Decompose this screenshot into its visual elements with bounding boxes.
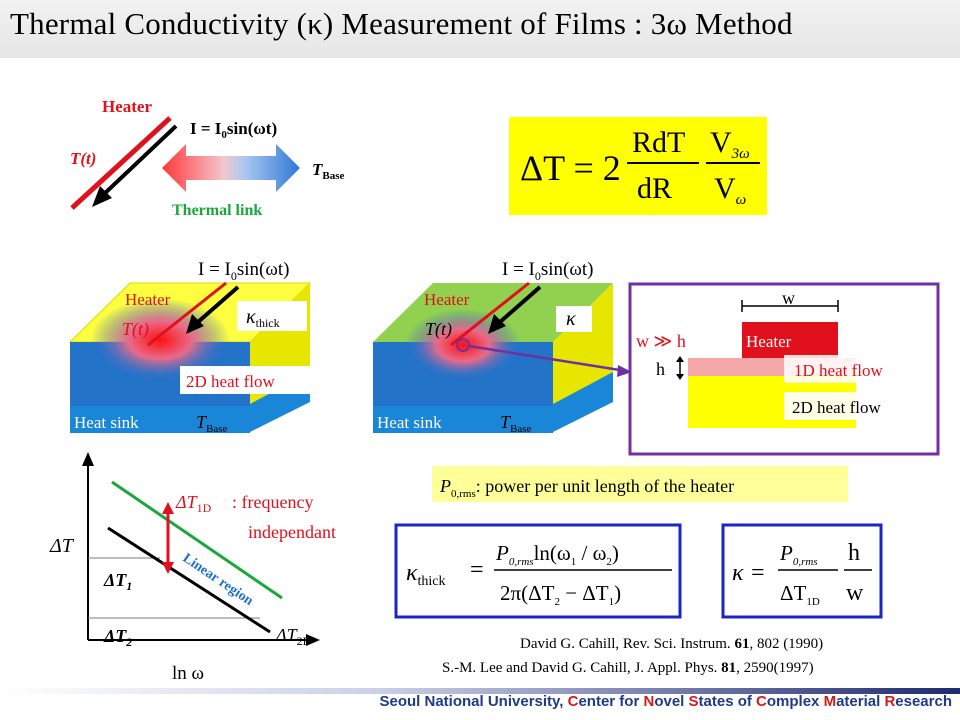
thermal-link-arrow <box>162 144 300 192</box>
current-arrow <box>100 124 178 198</box>
kappa-label: κ <box>566 308 576 330</box>
svg-text:RdT: RdT <box>632 126 685 159</box>
temperature-label: T(t) <box>122 319 149 340</box>
flow-1d-label: 1D heat flow <box>794 361 883 380</box>
svg-text:V3ω: V3ω <box>710 126 750 162</box>
x-axis-label: ln ω <box>172 663 204 684</box>
formula-kappa-thin: κ = P0,rms ΔT1D h w <box>721 523 883 619</box>
delta-t-2d-line <box>107 526 271 634</box>
aspect-label: w ≫ h <box>636 331 686 351</box>
y-axis-label: ΔT <box>49 535 75 557</box>
t-base-label: TBase <box>500 412 532 435</box>
page-title: Thermal Conductivity (κ) Measurement of … <box>10 6 793 41</box>
reference-2: S.-M. Lee and David G. Cahill, J. Appl. … <box>442 660 814 676</box>
reference-1: David G. Cahill, Rev. Sci. Instrum. 61, … <box>520 636 824 652</box>
t-base-label: TBase <box>312 160 345 182</box>
flow-label: 2D heat flow <box>186 372 275 391</box>
temperature-label: T(t) <box>425 319 452 340</box>
frequency-note-1: : frequency <box>232 492 313 512</box>
heat-sink-label: Heat sink <box>74 413 139 432</box>
dt2d-label: ΔT2D <box>275 625 312 648</box>
width-label: w <box>782 288 795 308</box>
svg-text:P0,rmsln(ω1 / ω2): P0,rmsln(ω1 / ω2) <box>495 541 619 568</box>
thermal-link-label: Thermal link <box>172 202 262 219</box>
heater-label: Heater <box>746 332 792 351</box>
heater-label: Heater <box>102 97 152 116</box>
power-note: P0,rms: power per unit length of the hea… <box>439 476 734 500</box>
heater-wire <box>147 281 227 347</box>
dt1-label: ΔT1 <box>103 570 132 593</box>
svg-text:ΔT = 2: ΔT = 2 <box>520 148 621 188</box>
heater-wire <box>70 116 172 210</box>
linear-region-plot <box>82 452 320 646</box>
current-arrowhead <box>92 186 112 207</box>
heater-label: Heater <box>125 290 171 309</box>
svg-text:Vω: Vω <box>714 172 746 208</box>
svg-text:2π(ΔT2 − ΔT1): 2π(ΔT2 − ΔT1) <box>500 581 621 608</box>
kappa-thick-box <box>237 301 307 331</box>
zoom-circle <box>456 338 470 352</box>
svg-text:P0,rms: P0,rms <box>779 541 818 568</box>
current-label: I = I0sin(ωt) <box>198 259 290 283</box>
dt1d-label: ΔT1D <box>175 492 212 515</box>
t-base-label: TBase <box>196 412 228 435</box>
total-delta-t-line <box>111 480 283 600</box>
svg-text:κthick: κthick <box>406 560 446 589</box>
heater-schematic <box>70 116 300 210</box>
current-label: I = I0sin(ωt) <box>502 259 594 283</box>
detail-inset <box>628 282 940 456</box>
title-bar <box>0 0 960 58</box>
heat-sink-label: Heat sink <box>377 413 442 432</box>
formula-kappa-thick: κthick = P0,rmsln(ω1 / ω2) 2π(ΔT2 − ΔT1) <box>394 523 682 619</box>
flow-2d-label: 2D heat flow <box>792 398 881 417</box>
temperature-label: T(t) <box>70 149 96 168</box>
footer-affiliation: Seoul National University, Center for No… <box>379 693 953 710</box>
height-label: h <box>656 359 665 379</box>
footer-bar <box>0 688 960 694</box>
svg-text:ΔT1D: ΔT1D <box>780 581 820 608</box>
heater-label: Heater <box>424 290 470 309</box>
frequency-note-2: independant <box>248 522 336 542</box>
formula-delta-t: ΔT = 2 RdT dR V3ω Vω <box>509 117 767 215</box>
power-note-box <box>432 466 848 502</box>
svg-text:κ =: κ = <box>732 560 766 586</box>
flow-label-box <box>180 366 312 394</box>
svg-text:=: = <box>470 557 484 583</box>
dt2-label: ΔT2 <box>103 626 132 649</box>
kappa-box <box>556 306 592 332</box>
svg-text:h: h <box>848 540 860 566</box>
svg-text:w: w <box>846 580 864 606</box>
diagram-canvas: Heater T(t) I = I0sin(ωt) TBase Thermal … <box>49 97 940 684</box>
kappa-thick-label: κthick <box>246 306 280 330</box>
svg-text:dR: dR <box>637 172 672 205</box>
current-label: I = I0sin(ωt) <box>190 119 277 141</box>
heater-wire <box>450 281 530 347</box>
thin-film-block <box>373 281 632 433</box>
